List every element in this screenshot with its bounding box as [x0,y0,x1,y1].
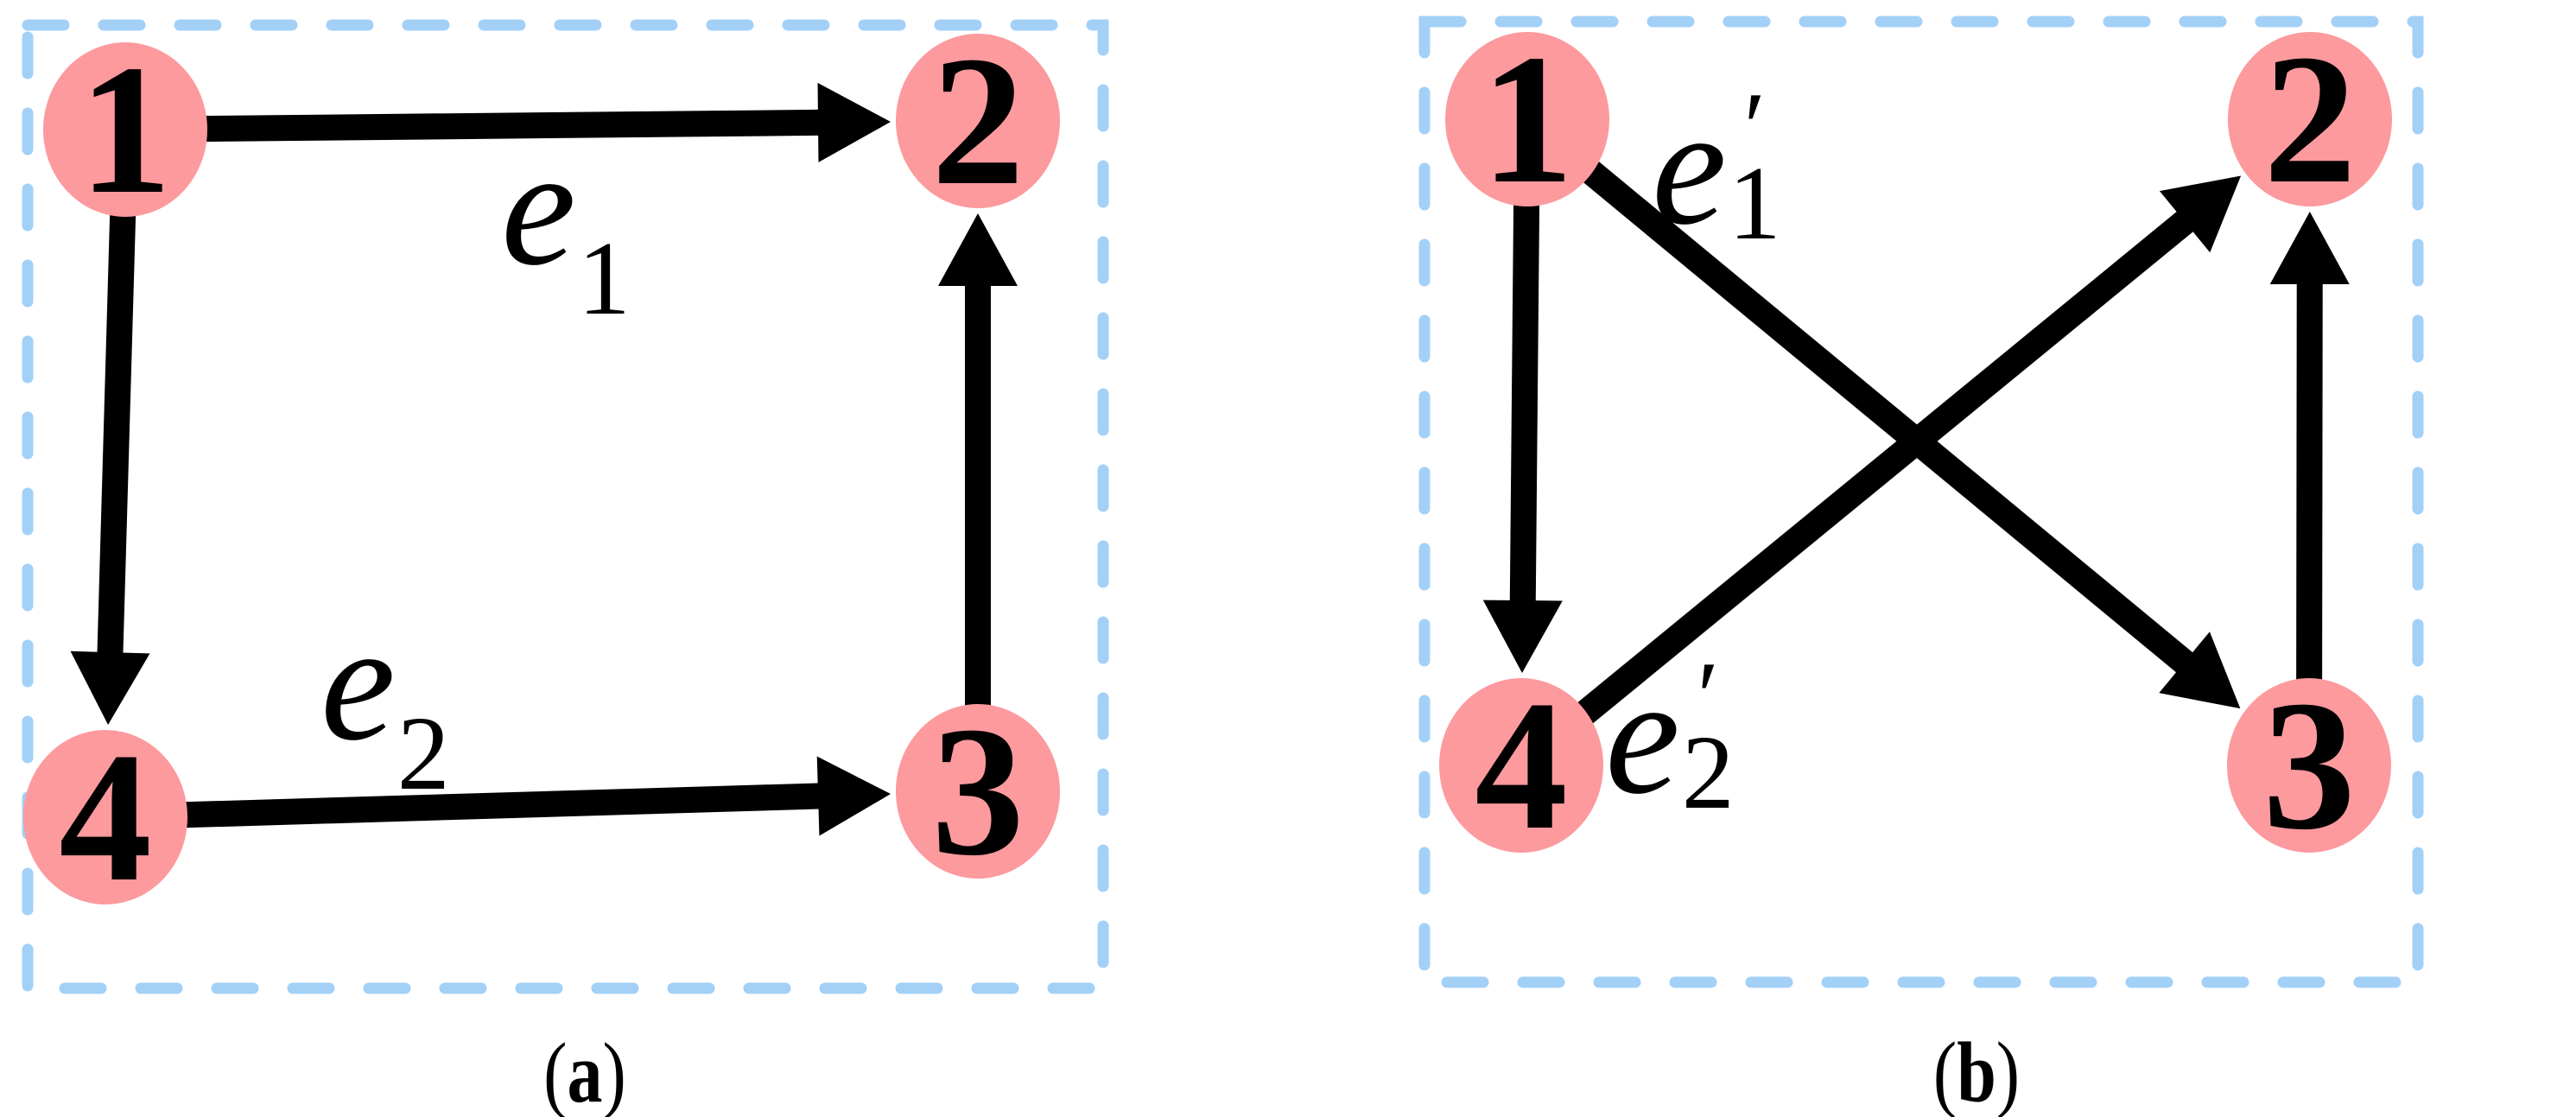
edge-label-e2-prime-b: e ′ 2 [1605,643,1735,829]
edge-b-3-2 [2269,211,2350,689]
node-b-4-label: 4 [1475,662,1568,868]
node-a-2-label: 2 [931,17,1025,224]
edge-label-e1-sub: 1 [577,220,631,337]
edge-b-4-2-shaft [1570,207,2198,729]
edge-label-e2: e 2 [320,589,450,812]
panel-b-border [1418,16,2424,988]
edge-label-e1-prime-b: e ′ 1 [1652,73,1781,260]
node-b-2-label: 2 [2263,16,2357,222]
caption-b-close: ) [1995,1024,2021,1117]
edge-a-1-4 [70,206,150,726]
node-a-4: 4 [23,714,187,920]
node-b-1-label: 1 [1481,16,1574,222]
panel-a-border [22,19,1109,994]
edge-label-e1: e 1 [501,114,631,337]
caption-a-open: ( [543,1025,568,1117]
edge-a-4-3-shaft [176,783,826,828]
edge-label-e1p-prime: ′ [1743,73,1766,182]
edge-label-e2p-sub: 2 [1681,714,1735,831]
node-a-3: 3 [896,688,1060,894]
edge-a-1-2-arrowhead [817,82,891,162]
edge-b-1-4-arrowhead [1482,600,1563,674]
edge-label-e2p-prime: ′ [1697,642,1719,752]
edge-label-e2-stack: 2 [397,695,450,812]
caption-a: (a) [543,1024,626,1117]
edge-b-1-3-shaft [1576,155,2198,677]
edge-label-e2-base: e [320,589,396,776]
node-a-4-label: 4 [59,714,152,920]
node-b-3: 3 [2227,662,2391,868]
node-b-2: 2 [2228,16,2392,222]
edge-a-4-3 [176,756,891,836]
edge-a-3-2 [938,213,1018,714]
edge-b-4-2-arrowhead [2159,175,2242,253]
edge-a-1-2 [196,82,891,162]
node-a-1-label: 1 [79,26,172,232]
node-a-3-label: 3 [931,688,1025,894]
caption-b-open: ( [1932,1024,1957,1117]
caption-b-letter: b [1957,1024,1996,1117]
edge-b-1-4-shaft [1509,195,1540,608]
edge-label-e1p-base: e [1652,73,1727,260]
edge-label-e2p-base: e [1605,643,1680,829]
node-a-1: 1 [43,26,207,232]
node-b-1: 1 [1445,16,1609,222]
edge-label-e1p-sub: 1 [1728,145,1781,262]
edge-a-3-2-arrowhead [938,213,1018,286]
edge-b-1-3-arrowhead [2159,631,2241,709]
edge-a-4-3-arrowhead [816,756,891,836]
caption-a-letter: a [567,1025,603,1117]
edge-label-e2-sub: 2 [397,695,450,812]
edge-b-1-4 [1482,195,1563,674]
edge-a-1-4-shaft [97,206,136,660]
edge-b-4-2 [1570,175,2242,729]
edge-b-1-3 [1576,155,2241,709]
caption-a-close: ) [602,1025,626,1117]
edge-a-1-2-shaft [196,109,826,143]
edge-label-e1-base: e [501,114,576,301]
node-b-4: 4 [1439,662,1603,868]
edge-b-3-2-shaft [2296,276,2323,689]
node-b-3-label: 3 [2262,662,2356,868]
edge-label-e1-stack: 1 [577,220,631,337]
edge-label-e1p-stack: ′ 1 [1728,73,1781,262]
edge-b-3-2-arrowhead [2269,211,2350,285]
node-a-2: 2 [896,17,1060,224]
caption-b: (b) [1933,1023,2020,1117]
edge-label-e2p-stack: ′ 2 [1681,642,1735,831]
edge-a-1-4-arrowhead [70,651,150,726]
